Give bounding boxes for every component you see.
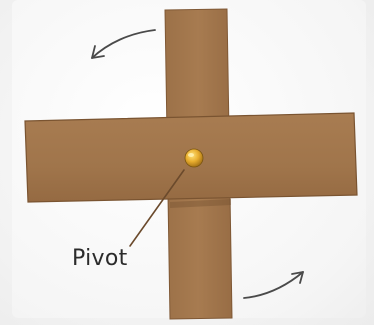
rotation-arrow-bottom-icon (244, 272, 303, 298)
pivot-label: Pivot (72, 246, 128, 271)
rotation-arrow-top-icon (92, 30, 155, 58)
pivot-pin (185, 149, 203, 167)
